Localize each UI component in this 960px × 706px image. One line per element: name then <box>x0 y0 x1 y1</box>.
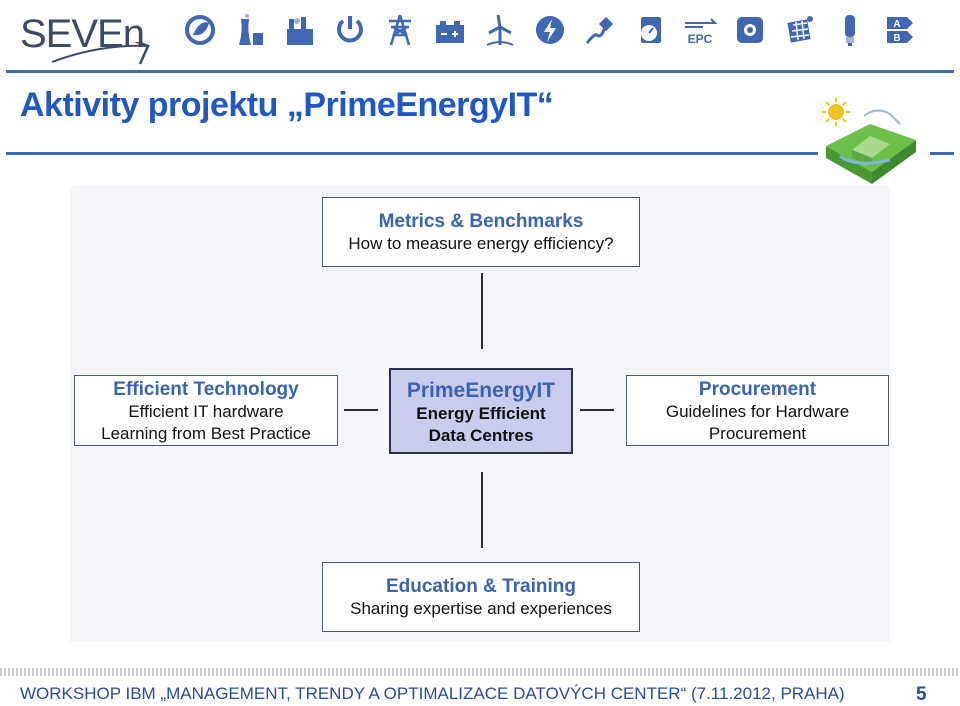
label-a-text: A <box>893 19 900 30</box>
epc-text: EPC <box>688 32 713 46</box>
box-procurement: Procurement Guidelines for Hardware Proc… <box>626 375 889 446</box>
box-heading: Efficient Technology <box>113 379 299 400</box>
label-b-text: B <box>893 33 900 44</box>
plug-icon <box>578 8 622 52</box>
header-divider <box>6 70 954 73</box>
title-underline-end <box>930 152 954 155</box>
wind-turbine-icon <box>478 8 522 52</box>
box-primeenergyit: PrimeEnergyIT Energy Efficient Data Cent… <box>389 368 573 454</box>
box-metrics-benchmarks: Metrics & Benchmarks How to measure ener… <box>322 197 640 267</box>
box-line: Efficient IT hardware <box>128 402 284 421</box>
box-line: Guidelines for Hardware <box>665 402 850 421</box>
meter-icon <box>628 8 672 52</box>
box-heading: PrimeEnergyIT <box>406 379 556 402</box>
seven-logo: SEVEn <box>20 8 150 65</box>
box-line: Sharing expertise and experiences <box>350 599 612 618</box>
logo-swoosh-icon <box>51 42 150 65</box>
connector-top <box>481 273 483 349</box>
chip-icon <box>728 8 772 52</box>
box-line: How to measure energy efficiency? <box>348 234 614 253</box>
solar-panel-icon <box>778 8 822 52</box>
battery-icon <box>428 8 472 52</box>
box-line: Energy Efficient <box>416 404 546 423</box>
green-building-icon <box>822 98 916 184</box>
box-line: Learning from Best Practice <box>101 424 311 443</box>
box-heading: Metrics & Benchmarks <box>378 211 584 232</box>
pylon-icon <box>378 8 422 52</box>
nuclear-plant-icon <box>228 8 272 52</box>
light-bulb-icon <box>828 8 872 52</box>
box-education-training: Education & Training Sharing expertise a… <box>322 562 640 632</box>
box-heading: Education & Training <box>385 576 576 597</box>
connector-bottom <box>481 472 483 548</box>
power-button-icon <box>328 8 372 52</box>
box-line: Data Centres <box>428 426 534 445</box>
title-underline <box>6 152 818 155</box>
box-heading: Procurement <box>698 379 817 400</box>
box-efficient-technology: Efficient Technology Efficient IT hardwa… <box>74 375 338 446</box>
lightning-icon <box>528 8 572 52</box>
page-number: 5 <box>916 684 927 705</box>
page-title: Aktivity projektu „PrimeEnergyIT“ <box>20 86 554 124</box>
epc-label-icon: EPC <box>678 8 722 52</box>
footer-band <box>0 668 960 676</box>
factory-icon <box>278 8 322 52</box>
connector-right <box>580 409 614 411</box>
recycle-leaf-icon <box>178 8 222 52</box>
footer-text: WORKSHOP IBM „MANAGEMENT, TRENDY A OPTIM… <box>20 684 845 703</box>
box-line: Procurement <box>708 424 807 443</box>
logo-text: SEVEn <box>20 12 145 56</box>
connector-left <box>344 409 378 411</box>
